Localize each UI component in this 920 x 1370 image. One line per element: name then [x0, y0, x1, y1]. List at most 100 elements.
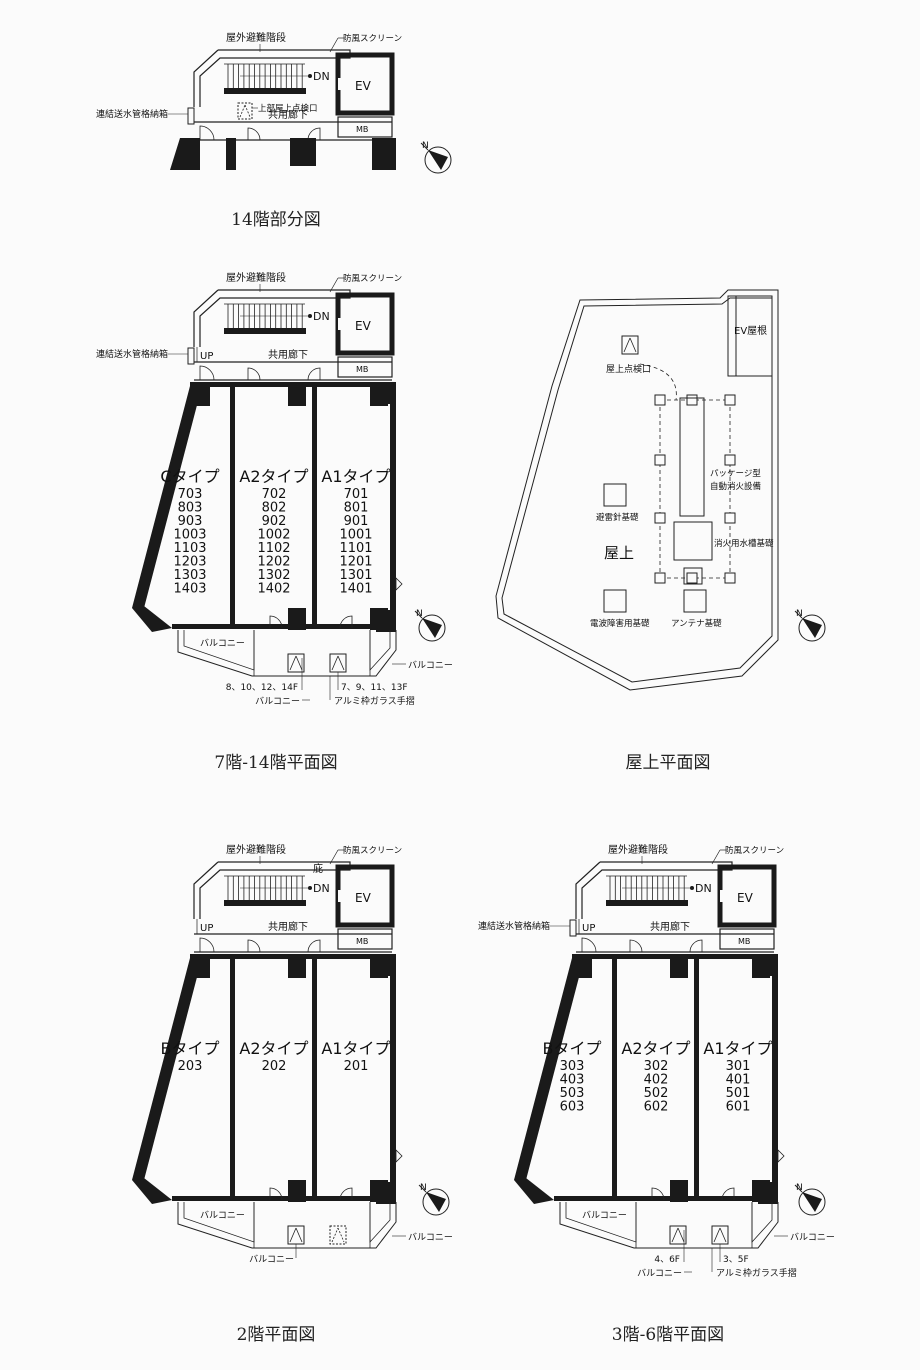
- room-number: 203: [178, 1059, 203, 1074]
- water-tank-box: [673, 521, 713, 561]
- unit-type-label: A2タイプ: [239, 1039, 308, 1058]
- party-wall-2: [312, 958, 317, 1200]
- balcony-door-1: [269, 1187, 283, 1201]
- plan-title-14f: 14階部分図: [231, 210, 321, 230]
- stair-dn-label: DN: [313, 70, 330, 83]
- hatch-diag-2: [244, 104, 251, 118]
- glass-rail-box-b: [711, 1225, 729, 1245]
- corridor-label: 共用廊下: [268, 348, 308, 361]
- elevator-label: EV: [355, 891, 372, 905]
- hatch-path-dashed: [639, 363, 677, 401]
- balcony-inner-left: [183, 1202, 255, 1243]
- stair-enclosure-outline: [199, 49, 351, 107]
- stairs-label: 屋外避難階段: [226, 843, 286, 856]
- balcony-door-2: [339, 615, 353, 629]
- column-nw: [190, 386, 210, 406]
- stair-up-label: UP: [200, 351, 213, 362]
- room-number: 702: [262, 487, 287, 502]
- unit-type-label: Bタイプ: [161, 1039, 220, 1058]
- room-number: 803: [178, 501, 203, 516]
- room-number: 501: [726, 1086, 751, 1101]
- corridor-door-2: [629, 939, 643, 953]
- window-tab: [395, 1149, 403, 1163]
- room-number: 1103: [173, 541, 206, 556]
- balcony-label-right: バルコニー: [408, 660, 453, 671]
- room-number: 401: [726, 1073, 751, 1088]
- hatch-diag-2: [677, 1227, 685, 1243]
- room-number: 1201: [339, 555, 372, 570]
- antenna-label: アンテナ基礎: [671, 618, 722, 629]
- balcony-inner-right: [751, 1202, 773, 1244]
- room-number: 403: [560, 1073, 585, 1088]
- screen-label: 防風スクリーン: [343, 845, 402, 856]
- footing-box: [686, 572, 698, 584]
- room-number: 902: [262, 514, 287, 529]
- room-number: 303: [560, 1059, 585, 1074]
- compass-label: N: [796, 609, 803, 619]
- unit-type-label: A1タイプ: [321, 467, 390, 486]
- room-number: 1301: [339, 568, 372, 583]
- screen-leader: [329, 37, 339, 53]
- corridor-label: 共用廊下: [268, 108, 308, 121]
- corner-wall-sw: [132, 1178, 172, 1204]
- column-top-1: [288, 386, 306, 406]
- rooftop-label: 屋上: [604, 544, 634, 562]
- plan-title-roof: 屋上平面図: [625, 753, 711, 773]
- stairs-label: 屋外避難階段: [226, 271, 286, 284]
- room-number: 1003: [173, 528, 206, 543]
- plan-title-2f: 2階平面図: [236, 1325, 316, 1345]
- roof-hatch-label: 上部屋上点検口: [258, 103, 318, 114]
- balcony-label-right: バルコニー: [790, 1232, 835, 1243]
- ev-roof-label: EV屋根: [734, 324, 767, 337]
- balcony-bottom-label: バルコニー: [255, 696, 300, 707]
- units-block: Bタイプ303403503603A2タイプ302402502602A1タイプ30…: [514, 954, 785, 1204]
- stair-enclosure-inner: [193, 861, 219, 919]
- exterior-wall-east: [772, 958, 778, 1204]
- unit-type-label: Bタイプ: [543, 1039, 602, 1058]
- south-wall: [172, 1196, 396, 1201]
- compass-label: N: [420, 1183, 427, 1193]
- north-label-icon: N: [416, 609, 423, 619]
- corridor-door-2: [247, 939, 261, 953]
- room-number: 701: [344, 487, 369, 502]
- window-tab: [777, 1149, 785, 1163]
- radio-footing-box: [603, 589, 627, 613]
- hatch-diag-1: [331, 655, 339, 671]
- north-wall: [190, 382, 396, 387]
- elevator-door-gap: [338, 318, 343, 330]
- elevator-label: EV: [355, 79, 372, 93]
- footing-box: [654, 394, 666, 406]
- stair-enclosure-outline: [199, 861, 351, 919]
- hatch-diag-2: [629, 337, 637, 353]
- corridor-door-3: [307, 367, 321, 381]
- stair-landing-wall: [606, 900, 688, 906]
- room-number: 202: [262, 1059, 287, 1074]
- stair-enclosure-inner: [575, 861, 601, 919]
- tank-base-box: [683, 567, 703, 585]
- balcony-door-1: [651, 1187, 665, 1201]
- balcony-door-2: [721, 1187, 735, 1201]
- balcony-inner-right: [369, 1202, 391, 1244]
- hatch-frame: [669, 1225, 687, 1245]
- hatch-frame: [329, 1225, 347, 1245]
- floors-b-label: 3、5F: [723, 1255, 749, 1265]
- pipe-label: 連結送水管格納箱: [96, 108, 168, 120]
- column-top-1: [670, 958, 688, 978]
- corridor-label: 共用廊下: [650, 920, 690, 933]
- hatch-diag-1: [289, 1227, 297, 1243]
- exterior-wall-east: [390, 386, 396, 632]
- party-wall-1: [230, 386, 235, 628]
- plan-3-6f: DNEV防風スクリーン屋外避難階段共用廊下MBUP連結送水管格納箱Bタイプ303…: [478, 843, 835, 1279]
- north-label-icon: N: [422, 141, 429, 151]
- balcony-label-right: バルコニー: [408, 1232, 453, 1243]
- room-number: 901: [344, 514, 369, 529]
- stairs-label: 屋外避難階段: [608, 843, 668, 856]
- roof-parapet-inner: [501, 297, 773, 683]
